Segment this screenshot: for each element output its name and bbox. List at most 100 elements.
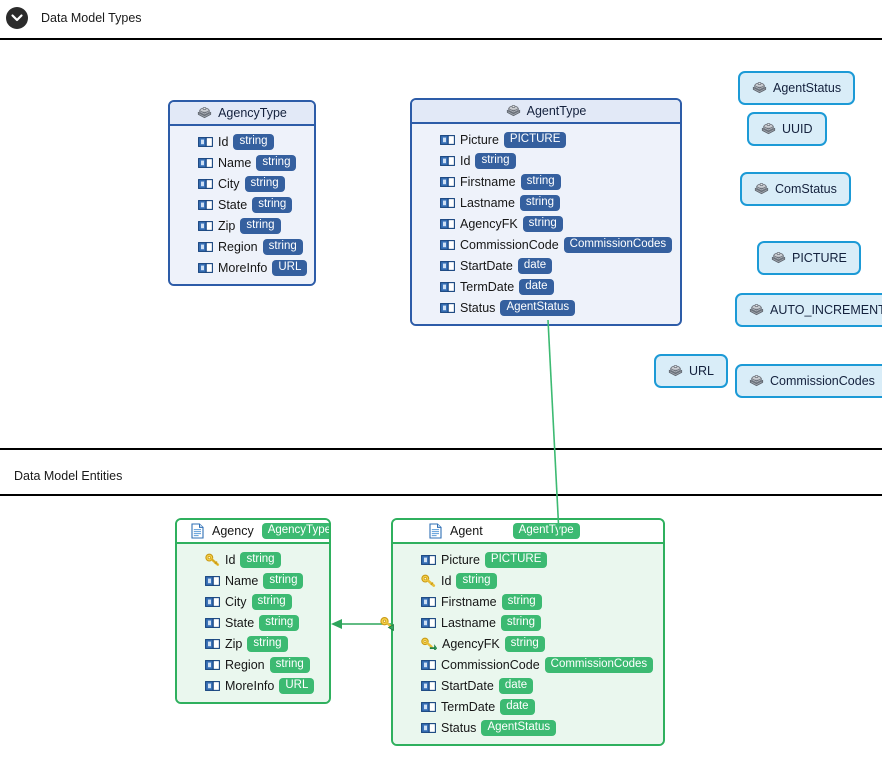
field-row[interactable]: Firstname string: [393, 591, 663, 612]
field-row[interactable]: Id string: [393, 570, 663, 591]
field-row[interactable]: MoreInfo URL: [170, 257, 314, 278]
field-row[interactable]: Status AgentStatus: [412, 297, 680, 318]
attribute-icon: [440, 218, 455, 229]
field-type-badge: string: [504, 635, 545, 652]
section-rule: [0, 38, 882, 40]
simple-type-chip-url[interactable]: URL: [654, 354, 729, 388]
field-row[interactable]: TermDate date: [393, 696, 663, 717]
field-row[interactable]: Id string: [177, 549, 329, 570]
field-name: Zip: [218, 218, 236, 233]
field-row[interactable]: AgencyFK string: [393, 633, 663, 654]
attribute-icon: [198, 136, 213, 147]
field-row[interactable]: Name string: [177, 570, 329, 591]
field-type-badge: string: [519, 194, 561, 211]
simple-type-chip-comstatus[interactable]: ComStatus: [740, 172, 851, 206]
attribute-icon: [421, 554, 436, 565]
field-row[interactable]: Zip string: [177, 633, 329, 654]
field-name: CommissionCode: [441, 657, 540, 672]
field-type-badge: string: [475, 152, 516, 169]
field-type-badge: date: [517, 257, 553, 274]
section-header-entities: Data Model Entities: [0, 448, 882, 496]
field-row[interactable]: Picture PICTURE: [412, 129, 680, 150]
attribute-icon: [421, 701, 436, 712]
field-row[interactable]: Lastname string: [412, 192, 680, 213]
chevron-down-icon[interactable]: [6, 7, 28, 29]
attribute-icon: [198, 241, 213, 252]
type-box-fields: Id string Name string City string: [170, 126, 314, 284]
attribute-icon: [440, 302, 455, 313]
field-row[interactable]: CommissionCode CommissionCodes: [412, 234, 680, 255]
field-row[interactable]: StartDate date: [393, 675, 663, 696]
field-type-badge: CommissionCodes: [563, 236, 673, 253]
field-name: Firstname: [460, 174, 516, 189]
field-row[interactable]: Lastname string: [393, 612, 663, 633]
attribute-icon: [440, 134, 455, 145]
type-box-title: AgentType: [526, 104, 587, 118]
field-row[interactable]: Id string: [412, 150, 680, 171]
foreign-key-icon: [421, 637, 438, 652]
field-type-badge: URL: [279, 677, 315, 694]
simple-type-chip-agentstatus[interactable]: AgentStatus: [738, 71, 856, 105]
attribute-icon: [440, 281, 455, 292]
field-row[interactable]: Region string: [177, 654, 329, 675]
field-name: Id: [441, 573, 452, 588]
field-row[interactable]: State string: [177, 612, 329, 633]
attribute-icon: [205, 617, 220, 628]
field-type-badge: string: [263, 572, 304, 589]
field-row[interactable]: Id string: [170, 131, 314, 152]
entity-box-agent[interactable]: Agent AgentType Picture PICTURE Id: [391, 518, 665, 746]
field-type-badge: string: [501, 593, 542, 610]
datatype-stack-icon: [761, 122, 776, 136]
primary-key-icon: [205, 553, 220, 566]
attribute-icon: [440, 260, 455, 271]
simple-type-chip-picture[interactable]: PICTURE: [757, 241, 861, 275]
section-rule: [0, 448, 882, 450]
simple-type-chip-uuid[interactable]: UUID: [747, 112, 827, 146]
field-type-badge: PICTURE: [503, 131, 567, 148]
field-name: TermDate: [441, 699, 496, 714]
field-name: StartDate: [460, 258, 513, 273]
field-row[interactable]: Name string: [170, 152, 314, 173]
field-row[interactable]: Firstname string: [412, 171, 680, 192]
field-name: Region: [218, 239, 258, 254]
connector-agenttype-to-agent: [547, 319, 560, 535]
attribute-icon: [205, 680, 220, 691]
field-row[interactable]: Status AgentStatus: [393, 717, 663, 738]
field-name: City: [225, 594, 247, 609]
attribute-icon: [205, 659, 220, 670]
attribute-icon: [421, 617, 436, 628]
field-row[interactable]: Region string: [170, 236, 314, 257]
type-box-fields: Picture PICTURE Id string Firstname stri…: [412, 124, 680, 324]
type-box-title: AgencyType: [218, 106, 287, 120]
field-row[interactable]: City string: [170, 173, 314, 194]
datatype-stack-icon: [197, 106, 212, 120]
simple-type-chip-auto-increment[interactable]: AUTO_INCREMENT: [735, 293, 882, 327]
field-row[interactable]: Zip string: [170, 215, 314, 236]
field-type-badge: CommissionCodes: [544, 656, 654, 673]
connector-arrowhead: [331, 619, 342, 629]
field-name: Lastname: [441, 615, 496, 630]
field-type-badge: AgentStatus: [481, 719, 557, 736]
field-row[interactable]: CommissionCode CommissionCodes: [393, 654, 663, 675]
field-row[interactable]: StartDate date: [412, 255, 680, 276]
simple-type-chip-commissioncodes[interactable]: CommissionCodes: [735, 364, 882, 398]
attribute-icon: [198, 178, 213, 189]
field-name: AgencyFK: [442, 636, 500, 651]
field-row[interactable]: TermDate date: [412, 276, 680, 297]
type-box-agencytype[interactable]: AgencyType Id string Name str: [168, 100, 316, 286]
datatype-stack-icon: [771, 251, 786, 265]
field-row[interactable]: MoreInfo URL: [177, 675, 329, 696]
field-name: State: [218, 197, 248, 212]
entity-box-fields: Id string Name string City string State …: [177, 544, 329, 702]
field-type-badge: string: [252, 196, 293, 213]
type-box-agenttype[interactable]: AgentType Picture PICTURE Id string Firs…: [410, 98, 682, 326]
field-name: StartDate: [441, 678, 494, 693]
entity-box-agency[interactable]: Agency AgencyType Id string: [175, 518, 331, 704]
field-row[interactable]: AgencyFK string: [412, 213, 680, 234]
attribute-icon: [205, 596, 220, 607]
attribute-icon: [440, 176, 455, 187]
field-row[interactable]: State string: [170, 194, 314, 215]
attribute-icon: [198, 220, 213, 231]
field-row[interactable]: City string: [177, 591, 329, 612]
field-row[interactable]: Picture PICTURE: [393, 549, 663, 570]
